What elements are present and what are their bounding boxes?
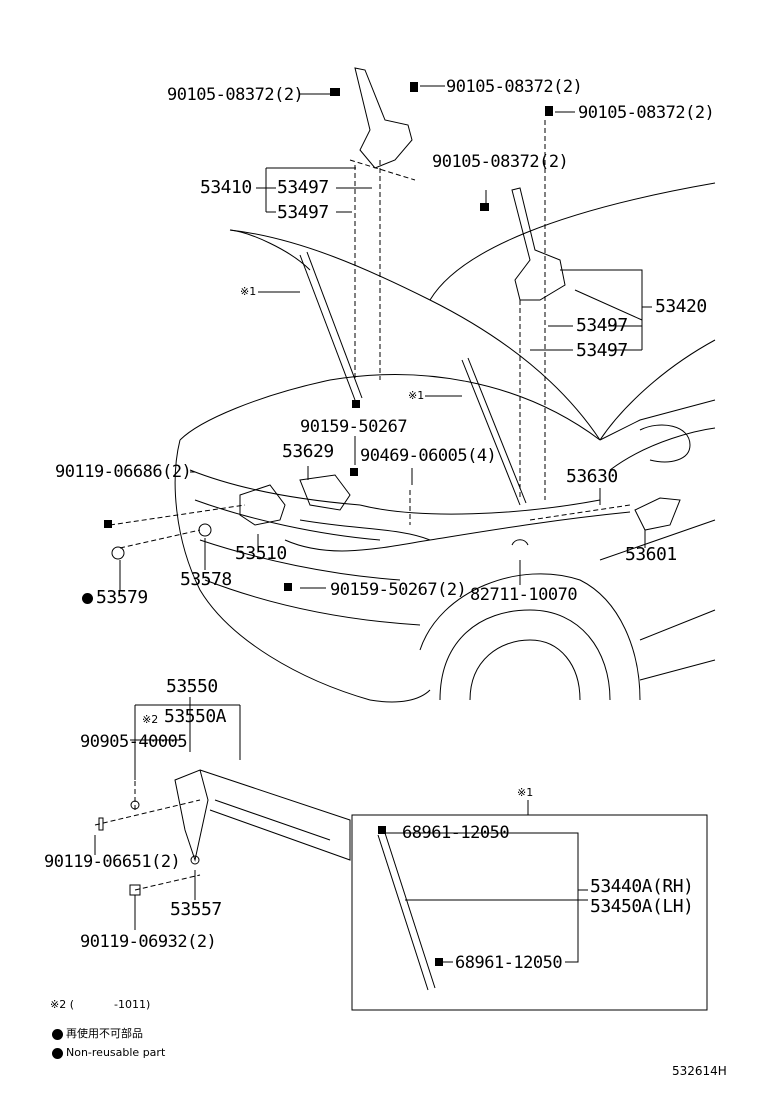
callout-53497: 53497 [576, 340, 628, 361]
callout-53557: 53557 [170, 899, 222, 920]
callout-68961-12050: 68961-12050 [455, 953, 563, 973]
leader-lines [94, 85, 708, 1011]
callout-68961-12050: 68961-12050 [402, 823, 510, 843]
callout-53497: 53497 [277, 177, 329, 198]
callout-53630: 53630 [566, 466, 618, 487]
callout-90905-40005: 90905-40005 [80, 732, 188, 752]
hinges [354, 67, 566, 301]
callout-90119-06932: 90119-06932(2) [80, 932, 217, 952]
callout-53420: 53420 [655, 296, 707, 317]
callout-53550: 53550 [166, 676, 218, 697]
callout-53440A-rh: 53440A(RH) [590, 876, 694, 897]
note-marker: ※1 [240, 285, 257, 298]
small-fasteners [104, 82, 553, 966]
callout-53497: 53497 [576, 315, 628, 336]
legend-en: Non-reusable part [52, 1046, 165, 1060]
note-marker: ※1 [408, 389, 425, 402]
assembly-lines [94, 120, 631, 891]
callout-53578: 53578 [180, 569, 232, 590]
vehicle-outline [174, 182, 716, 703]
callout-53510: 53510 [235, 543, 287, 564]
lock-and-cable [98, 474, 681, 896]
callout-53601: 53601 [625, 544, 677, 565]
diagram-code: 532614H [672, 1064, 727, 1078]
callout-90105-08372: 90105-08372(2) [446, 77, 583, 97]
callout-53550A: 53550A [164, 706, 227, 727]
callout-53497: 53497 [277, 202, 329, 223]
callout-53410: 53410 [200, 177, 252, 198]
callout-90105-08372: 90105-08372(2) [167, 85, 304, 105]
callout-53629: 53629 [282, 441, 334, 462]
callout-53450A-lh: 53450A(LH) [590, 896, 694, 917]
non-reusable-dot-icon [82, 592, 93, 604]
callout-90119-06651: 90119-06651(2) [44, 852, 181, 872]
callout-90105-08372: 90105-08372(2) [432, 152, 569, 172]
note-marker: ※1 [517, 786, 534, 799]
legend-jp: 再使用不可部品 [52, 1027, 143, 1041]
callout-90159-50267: 90159-50267(2) [330, 580, 467, 600]
note-marker: ※2 [142, 713, 159, 726]
note-2: ※2 (-1011) [50, 998, 151, 1011]
non-reusable-dot-icon [52, 1028, 63, 1040]
callout-90469-06005: 90469-06005(4) [360, 446, 497, 466]
callout-82711-10070: 82711-10070 [470, 585, 578, 605]
non-reusable-dot-icon [52, 1047, 63, 1059]
hood-struts [299, 251, 527, 991]
callout-90119-06686: 90119-06686(2) [55, 462, 192, 482]
callout-90159-50267: 90159-50267 [300, 417, 408, 437]
callout-53579: 53579 [82, 588, 148, 608]
callout-90105-08372: 90105-08372(2) [578, 103, 715, 123]
